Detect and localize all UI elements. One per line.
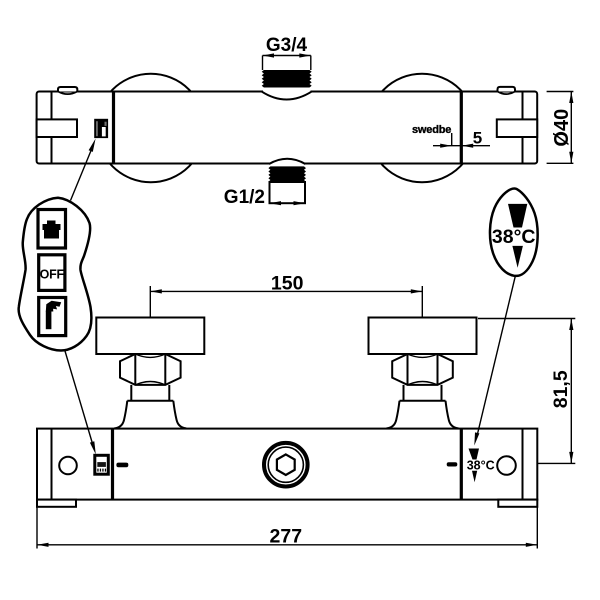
svg-text:38°C: 38°C <box>492 226 536 248</box>
svg-text:G3/4: G3/4 <box>266 35 308 56</box>
svg-text:277: 277 <box>270 525 303 547</box>
svg-text:5: 5 <box>473 129 482 148</box>
svg-text:150: 150 <box>271 272 304 294</box>
svg-text:G1/2: G1/2 <box>224 187 265 208</box>
svg-text:81,5: 81,5 <box>550 370 572 408</box>
svg-text:swedbe: swedbe <box>412 124 451 136</box>
svg-text:OFF: OFF <box>40 267 65 281</box>
svg-text:Ø40: Ø40 <box>551 109 573 147</box>
svg-text:38°C: 38°C <box>467 459 495 473</box>
